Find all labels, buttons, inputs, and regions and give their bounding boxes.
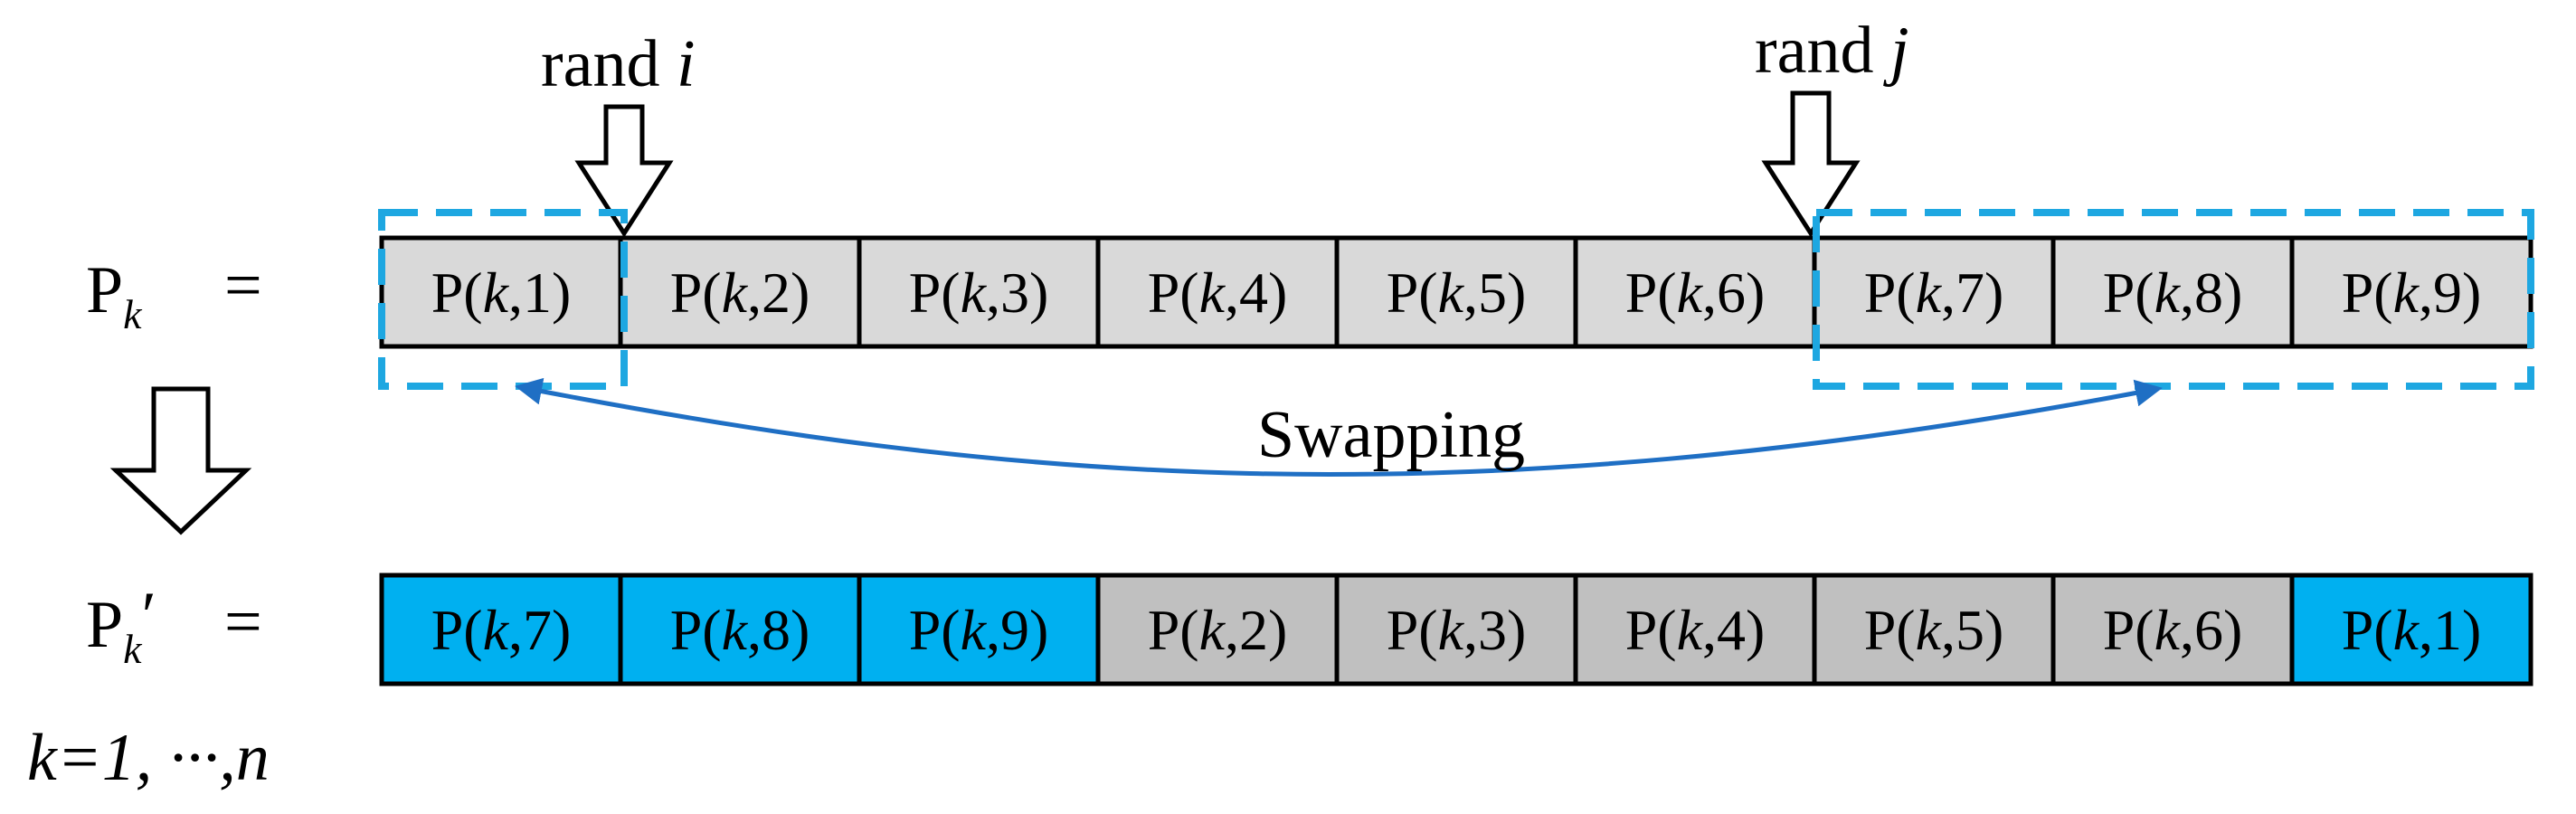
bottom-cell-7 xyxy=(1812,573,2056,686)
top-row-label: Pk xyxy=(86,253,143,337)
bottom-cell-label-6: P(k,4) xyxy=(1625,598,1766,662)
bottom-row-cells: P(k,7) P(k,8) P(k,9) P(k,2) P(k,3) P(k,4) P(k,… xyxy=(379,573,2533,686)
top-cell-label-7: P(k,7) xyxy=(1864,260,2004,325)
bottom-cell-6 xyxy=(1573,573,1817,686)
top-cell-7 xyxy=(1812,235,2056,349)
top-cell-2 xyxy=(618,235,862,349)
rand-i-pointer-icon xyxy=(574,104,674,238)
bottom-cell-label-2: P(k,8) xyxy=(670,598,810,662)
top-cell-label-2: P(k,2) xyxy=(670,260,810,325)
swap-label: Swapping xyxy=(1257,398,1525,472)
bottom-cell-label-1: P(k,7) xyxy=(431,598,572,662)
bottom-cell-label-4: P(k,2) xyxy=(1148,598,1288,662)
top-cell-4 xyxy=(1095,235,1340,349)
top-cell-label-4: P(k,4) xyxy=(1148,260,1288,325)
top-cell-5 xyxy=(1334,235,1578,349)
bottom-cell-9 xyxy=(2289,573,2533,686)
top-cell-label-3: P(k,3) xyxy=(909,260,1049,325)
bottom-cell-2 xyxy=(618,573,862,686)
top-row-cells: P(k,1) P(k,2) P(k,3) P(k,4) P(k,5) P(k,6) P(k,… xyxy=(379,235,2533,349)
transform-down-arrow-icon xyxy=(109,386,252,535)
top-cell-label-6: P(k,6) xyxy=(1625,260,1766,325)
dashed-box-left xyxy=(378,209,628,390)
top-cell-label-1: P(k,1) xyxy=(431,260,572,325)
dashed-box-right xyxy=(1813,209,2534,390)
range-label: k=1, ···,n xyxy=(27,721,270,795)
bottom-cell-label-7: P(k,5) xyxy=(1864,598,2004,662)
top-cell-6 xyxy=(1573,235,1817,349)
bottom-cell-label-9: P(k,1) xyxy=(2342,598,2482,662)
rand-i-label: rand i xyxy=(541,27,696,101)
rand-j-pointer-icon xyxy=(1761,90,1861,238)
top-row-equals: = xyxy=(224,249,262,323)
top-cell-label-8: P(k,8) xyxy=(2103,260,2243,325)
bottom-cell-4 xyxy=(1095,573,1340,686)
bottom-row-equals: = xyxy=(224,585,262,659)
bottom-cell-label-8: P(k,6) xyxy=(2103,598,2243,662)
bottom-cell-label-5: P(k,3) xyxy=(1387,598,1527,662)
swap-arrow-icon xyxy=(515,377,2163,477)
bottom-row-label: Pk′ xyxy=(86,579,156,672)
bottom-cell-label-3: P(k,9) xyxy=(909,598,1049,662)
top-cell-label-5: P(k,5) xyxy=(1387,260,1527,325)
rand-j-label: rand j xyxy=(1755,14,1909,88)
top-cell-label-9: P(k,9) xyxy=(2342,260,2482,325)
top-cell-3 xyxy=(857,235,1101,349)
